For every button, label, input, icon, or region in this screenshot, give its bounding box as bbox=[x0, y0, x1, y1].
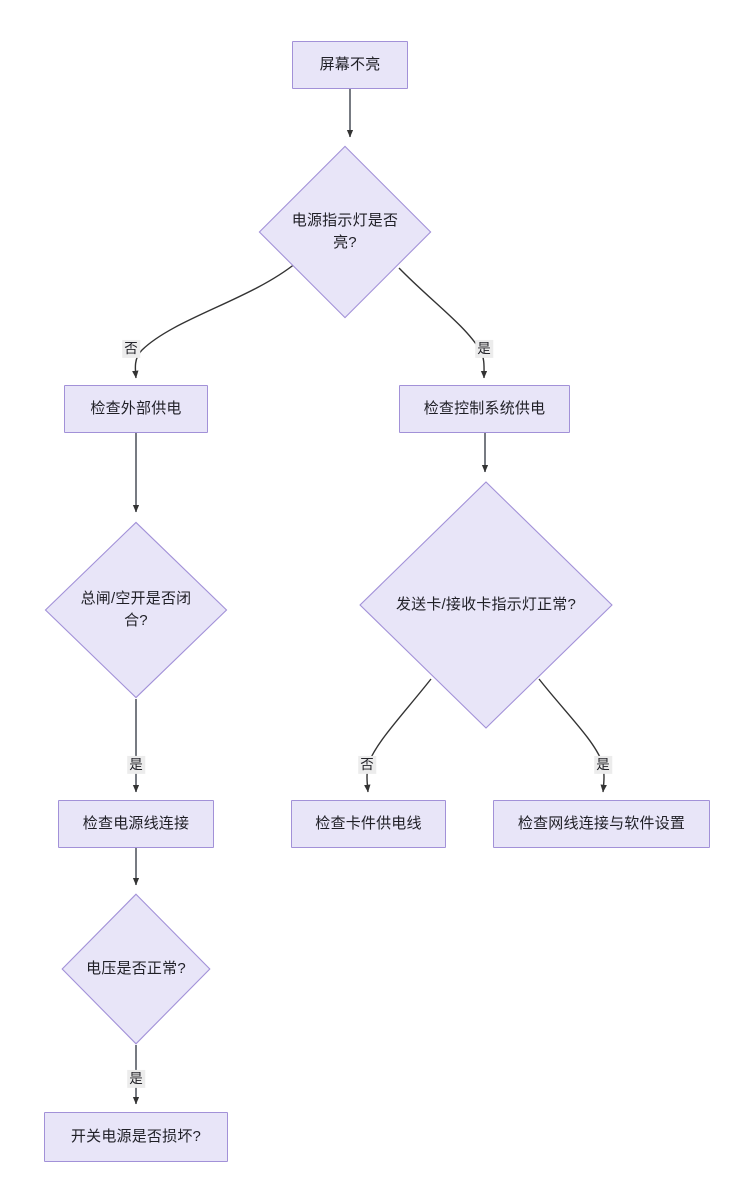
node-label: 开关电源是否损坏? bbox=[70, 1128, 202, 1146]
node-check-network-and-software[interactable]: 检查网线连接与软件设置 bbox=[493, 800, 710, 848]
node-check-external-power[interactable]: 检查外部供电 bbox=[64, 385, 208, 433]
diamond-shape-icon bbox=[258, 145, 432, 319]
node-label: 屏幕不亮 bbox=[319, 56, 381, 74]
diamond-shape-icon bbox=[61, 893, 211, 1045]
node-voltage-normal-check[interactable]: 电压是否正常? bbox=[61, 893, 211, 1045]
node-screen-not-lit[interactable]: 屏幕不亮 bbox=[292, 41, 408, 89]
node-label: 检查网线连接与软件设置 bbox=[517, 815, 686, 833]
edge-label-yes-voltage: 是 bbox=[127, 1069, 145, 1089]
node-sender-receiver-card-check[interactable]: 发送卡/接收卡指示灯正常? bbox=[358, 480, 614, 730]
node-check-control-system-power[interactable]: 检查控制系统供电 bbox=[399, 385, 570, 433]
edge-label-no-power-indicator: 否 bbox=[122, 339, 140, 359]
node-check-power-cable-connection[interactable]: 检查电源线连接 bbox=[58, 800, 214, 848]
node-label: 发送卡/接收卡指示灯正常? bbox=[395, 596, 577, 614]
node-power-indicator-check[interactable]: 电源指示灯是否亮? bbox=[258, 145, 432, 319]
node-label: 电源指示灯是否亮? bbox=[291, 212, 399, 251]
node-label: 检查卡件供电线 bbox=[315, 815, 422, 833]
diamond-shape-icon bbox=[358, 480, 614, 730]
node-check-card-power-line[interactable]: 检查卡件供电线 bbox=[291, 800, 446, 848]
edge-label-yes-breaker: 是 bbox=[127, 755, 145, 775]
node-label: 检查控制系统供电 bbox=[423, 400, 546, 418]
node-switching-power-supply-damaged[interactable]: 开关电源是否损坏? bbox=[44, 1112, 228, 1162]
node-main-breaker-check[interactable]: 总闸/空开是否闭合? bbox=[44, 521, 228, 699]
edge-label-no-card-indicator: 否 bbox=[358, 755, 376, 775]
node-label: 检查电源线连接 bbox=[82, 815, 190, 833]
node-label: 电压是否正常? bbox=[86, 960, 186, 978]
edge-label-yes-power-indicator: 是 bbox=[475, 339, 493, 359]
edge-label-yes-card-indicator: 是 bbox=[594, 755, 612, 775]
node-label: 总闸/空开是否闭合? bbox=[80, 590, 192, 629]
node-label: 检查外部供电 bbox=[90, 400, 182, 418]
diamond-shape-icon bbox=[44, 521, 228, 699]
